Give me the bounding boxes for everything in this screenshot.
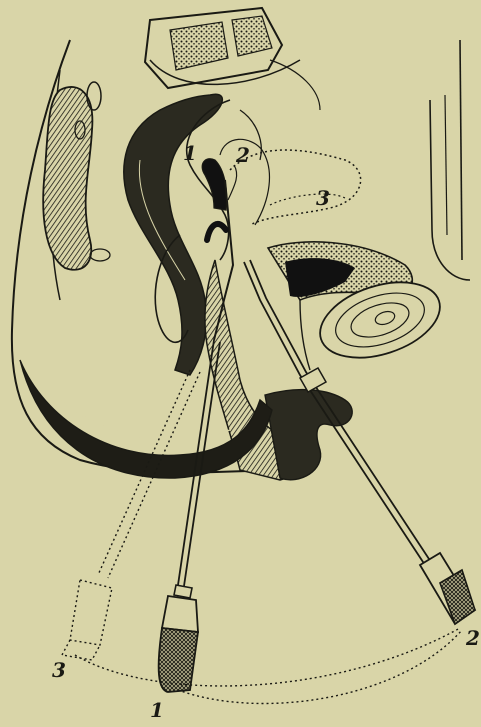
coccyx-structure: [43, 82, 110, 270]
handle-arc: [75, 628, 460, 686]
label-position-3-inner: 3: [316, 186, 330, 210]
uterine-cavity: [202, 159, 226, 210]
label-position-2-handle: 2: [465, 626, 480, 650]
abdominal-wall: [430, 100, 470, 280]
sacral-vertebra: [145, 8, 300, 88]
label-position-1-handle: 1: [150, 698, 164, 722]
label-position-1-inner: 1: [183, 141, 197, 165]
label-position-3-handle: 3: [52, 658, 66, 682]
label-position-2-inner: 2: [235, 143, 250, 167]
